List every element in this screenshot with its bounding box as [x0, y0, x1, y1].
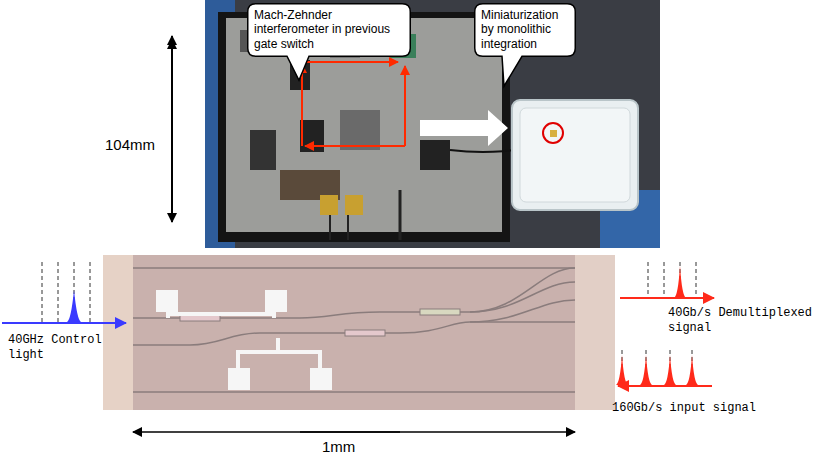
dimension-label: 1mm: [322, 438, 372, 457]
callout-box: Miniaturization by monolithic integratio…: [474, 3, 576, 56]
device-photo: [205, 0, 660, 248]
chip-photo: [103, 255, 615, 410]
callout-shape: [475, 4, 576, 87]
callout-text: Mach-Zehnder interferometer in previous …: [254, 8, 404, 51]
signal-label: 40Gb/s Demultiplexed signal: [668, 306, 820, 336]
signal-label: 160Gb/s input signal: [612, 401, 782, 416]
signal-label: 40GHz Control light: [8, 333, 104, 363]
dimension-label: 104mm: [105, 136, 165, 155]
callout-box: Mach-Zehnder interferometer in previous …: [247, 3, 411, 56]
callout-shape: [248, 4, 411, 81]
callout-text: Miniaturization by monolithic integratio…: [481, 8, 569, 51]
